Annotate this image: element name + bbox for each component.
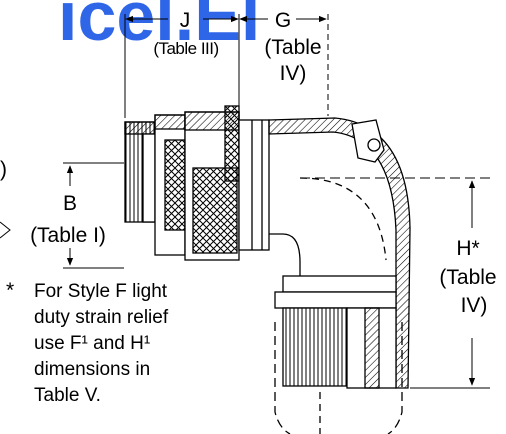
rear-collar	[238, 119, 270, 251]
watermark-logo: icel.El	[58, 0, 260, 55]
g-table-ref-line2: IV)	[280, 62, 307, 85]
knurled-grip	[192, 167, 238, 254]
j-letter: J	[180, 9, 191, 32]
footnote-line-4: dimensions in	[34, 359, 150, 380]
b-letter: B	[63, 192, 77, 215]
strain-relief-outline	[274, 322, 403, 434]
connector-body	[124, 105, 411, 434]
left-pointer-icon	[0, 221, 11, 239]
g-table-ref-line1: (Table	[264, 36, 321, 59]
tab-hole	[367, 138, 381, 152]
footnote-marker: *	[6, 279, 14, 302]
mounting-tab	[351, 119, 385, 163]
a-label-fragment: )	[0, 158, 7, 181]
h-table-ref-line1: (Table	[439, 266, 496, 289]
footnote-line-1: For Style F light	[34, 281, 168, 302]
g-letter: G	[275, 9, 291, 32]
b-table-ref: (Table I)	[30, 224, 106, 247]
j-table-ref: (Table III)	[153, 39, 218, 58]
h-letter: H*	[456, 237, 479, 260]
footnote-line-2: duty strain relief	[34, 307, 169, 328]
footnote-line-5: Table V.	[34, 385, 101, 406]
footnote-line-3: use F¹ and H¹	[34, 333, 150, 354]
h-table-ref-line2: IV)	[461, 294, 488, 317]
